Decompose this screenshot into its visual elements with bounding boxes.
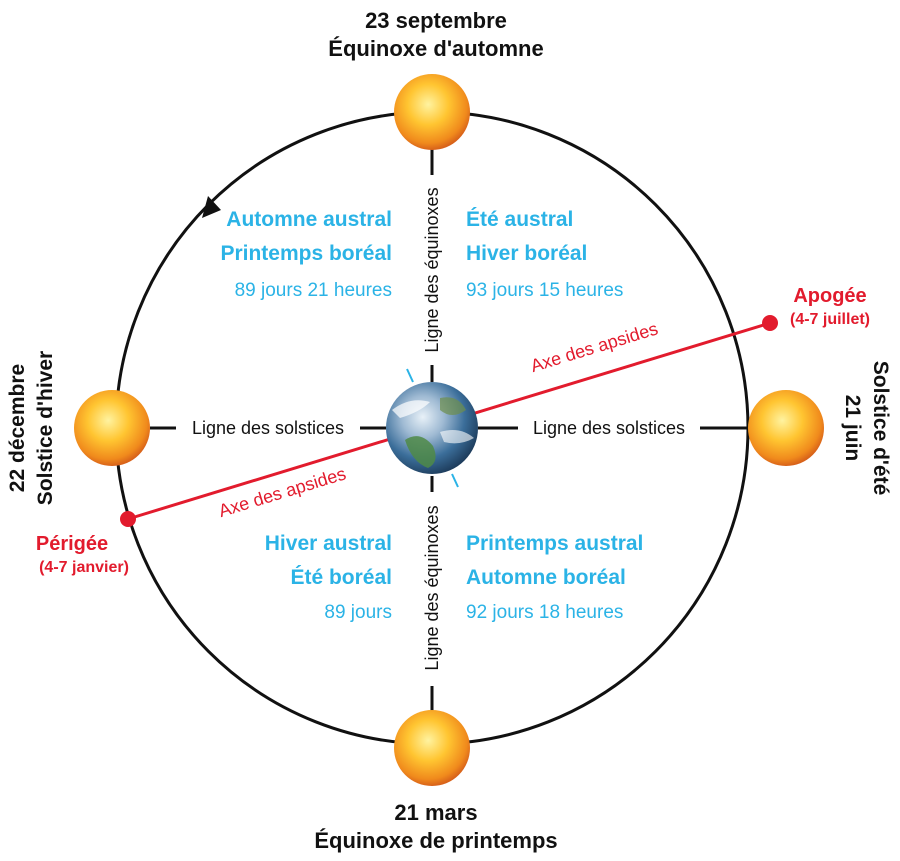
quadrant-bottom-left-line1: Hiver austral bbox=[265, 532, 392, 555]
perigee-dot bbox=[120, 511, 136, 527]
quadrant-top-left-line2: Printemps boréal bbox=[220, 242, 392, 265]
quadrant-top-left-duration: 89 jours 21 heures bbox=[235, 280, 392, 301]
summer-solstice-name: Solstice d'été bbox=[869, 361, 892, 496]
quadrant-bottom-left-duration: 89 jours bbox=[324, 602, 392, 623]
winter-solstice-name: Solstice d'hiver bbox=[34, 351, 57, 505]
solstice-line-label-left: Ligne des solstices bbox=[192, 418, 344, 438]
sun-top-icon bbox=[394, 74, 470, 150]
sun-right-icon bbox=[748, 390, 824, 466]
quadrant-top-right-line1: Été austral bbox=[466, 208, 573, 231]
quadrant-top-right-line2: Hiver boréal bbox=[466, 242, 587, 265]
quadrant-bottom-right-duration: 92 jours 18 heures bbox=[466, 602, 623, 623]
perigee-label: Périgée bbox=[36, 533, 108, 555]
apogee-dot bbox=[762, 315, 778, 331]
apogee-dates: (4-7 juillet) bbox=[790, 311, 870, 328]
summer-solstice-date: 21 juin bbox=[841, 395, 864, 462]
sun-left-icon bbox=[74, 390, 150, 466]
spring-equinox-name: Équinoxe de printemps bbox=[314, 828, 557, 853]
quadrant-top-left-line1: Automne austral bbox=[226, 208, 392, 231]
quadrant-bottom-left-line2: Été boréal bbox=[290, 566, 392, 589]
apsides-label-upper: Axe des apsides bbox=[528, 318, 660, 376]
earth-axis-tick-bottom bbox=[451, 473, 459, 488]
sun-bottom-icon bbox=[394, 710, 470, 786]
equinox-line-label-top: Ligne des équinoxes bbox=[422, 187, 442, 352]
quadrant-bottom-right-line1: Printemps austral bbox=[466, 532, 643, 555]
perigee-dates: (4-7 janvier) bbox=[39, 559, 129, 576]
autumn-equinox-name: Équinoxe d'automne bbox=[328, 36, 543, 61]
quadrant-bottom-right-line2: Automne boréal bbox=[466, 566, 626, 589]
apogee-label: Apogée bbox=[793, 285, 866, 307]
orbit-direction-arrow-icon bbox=[202, 196, 221, 218]
spring-equinox-date: 21 mars bbox=[394, 800, 477, 825]
autumn-equinox-date: 23 septembre bbox=[365, 8, 507, 33]
earth-axis-tick-top bbox=[406, 368, 414, 383]
winter-solstice-date: 22 décembre bbox=[6, 364, 29, 492]
equinox-line-label-bottom: Ligne des équinoxes bbox=[422, 505, 442, 670]
quadrant-top-right-duration: 93 jours 15 heures bbox=[466, 280, 623, 301]
earth-globe-icon bbox=[386, 382, 478, 474]
solstice-line-label-right: Ligne des solstices bbox=[533, 418, 685, 438]
